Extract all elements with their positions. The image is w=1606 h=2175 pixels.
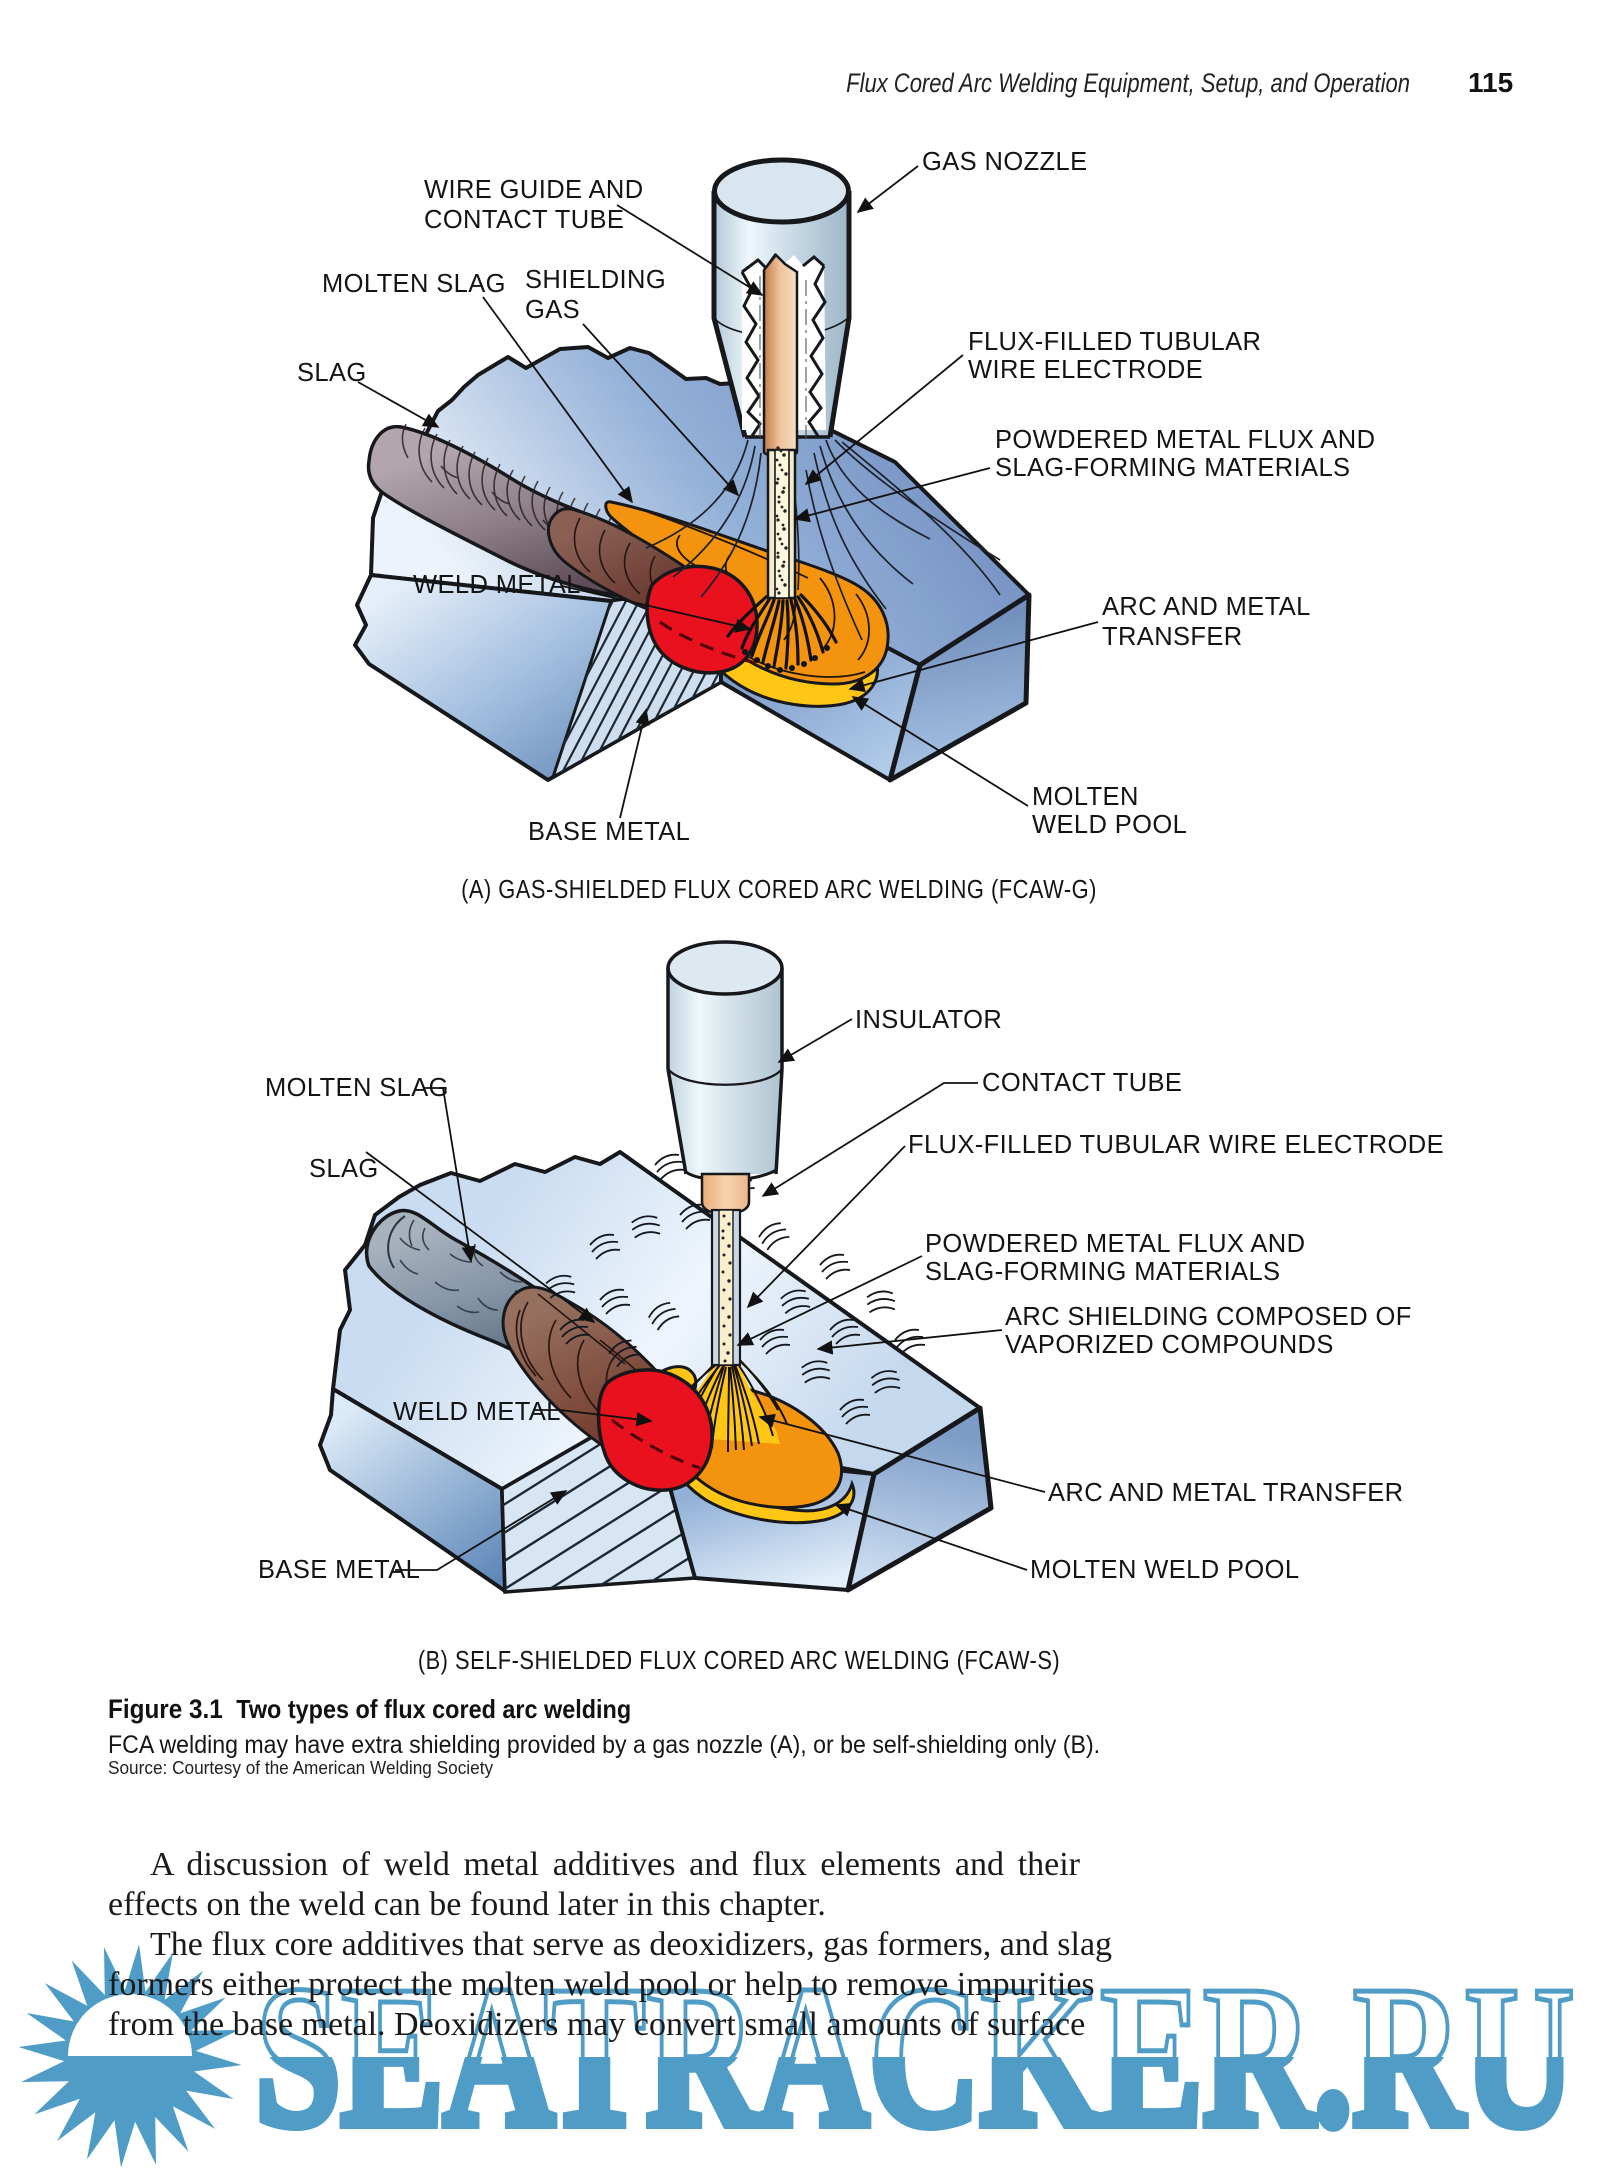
svg-text:GAS NOZZLE: GAS NOZZLE — [922, 148, 1088, 176]
svg-text:WELD METAL: WELD METAL — [413, 571, 581, 599]
svg-text:SHIELDING: SHIELDING — [525, 266, 666, 294]
svg-text:GAS: GAS — [525, 296, 580, 324]
svg-text:MOLTEN SLAG: MOLTEN SLAG — [322, 270, 506, 298]
svg-text:SEATRACKER.RU: SEATRACKER.RU — [255, 1943, 1575, 2168]
svg-text:SLAG-FORMING MATERIALS: SLAG-FORMING MATERIALS — [925, 1258, 1280, 1286]
svg-text:VAPORIZED COMPOUNDS: VAPORIZED COMPOUNDS — [1005, 1331, 1334, 1359]
svg-text:MOLTEN SLAG: MOLTEN SLAG — [265, 1074, 449, 1102]
svg-text:CONTACT TUBE: CONTACT TUBE — [424, 206, 624, 234]
svg-text:POWDERED METAL FLUX AND: POWDERED METAL FLUX AND — [995, 426, 1375, 454]
svg-text:WIRE ELECTRODE: WIRE ELECTRODE — [968, 356, 1203, 384]
svg-text:SLAG-FORMING MATERIALS: SLAG-FORMING MATERIALS — [995, 454, 1350, 482]
svg-text:BASE METAL: BASE METAL — [528, 818, 690, 846]
svg-text:ARC AND METAL: ARC AND METAL — [1102, 593, 1311, 621]
svg-text:TRANSFER: TRANSFER — [1102, 623, 1243, 651]
svg-text:FLUX-FILLED TUBULAR WIRE ELECT: FLUX-FILLED TUBULAR WIRE ELECTRODE — [908, 1131, 1444, 1159]
svg-text:ARC AND METAL TRANSFER: ARC AND METAL TRANSFER — [1048, 1479, 1403, 1507]
svg-text:INSULATOR: INSULATOR — [855, 1006, 1002, 1034]
svg-text:MOLTEN WELD POOL: MOLTEN WELD POOL — [1030, 1556, 1299, 1584]
svg-text:SLAG: SLAG — [309, 1155, 379, 1183]
svg-text:CONTACT TUBE: CONTACT TUBE — [982, 1069, 1182, 1097]
svg-text:BASE METAL: BASE METAL — [258, 1556, 420, 1584]
svg-text:WELD POOL: WELD POOL — [1032, 811, 1187, 839]
svg-text:FLUX-FILLED TUBULAR: FLUX-FILLED TUBULAR — [968, 328, 1261, 356]
svg-text:WELD METAL: WELD METAL — [393, 1398, 561, 1426]
svg-text:SEATRACKER.RU: SEATRACKER.RU — [255, 1943, 1575, 2168]
svg-text:POWDERED METAL FLUX AND: POWDERED METAL FLUX AND — [925, 1230, 1305, 1258]
svg-text:ARC SHIELDING COMPOSED OF: ARC SHIELDING COMPOSED OF — [1005, 1303, 1412, 1331]
svg-text:WIRE GUIDE AND: WIRE GUIDE AND — [424, 176, 644, 204]
svg-text:SLAG: SLAG — [297, 359, 367, 387]
svg-text:MOLTEN: MOLTEN — [1032, 783, 1139, 811]
